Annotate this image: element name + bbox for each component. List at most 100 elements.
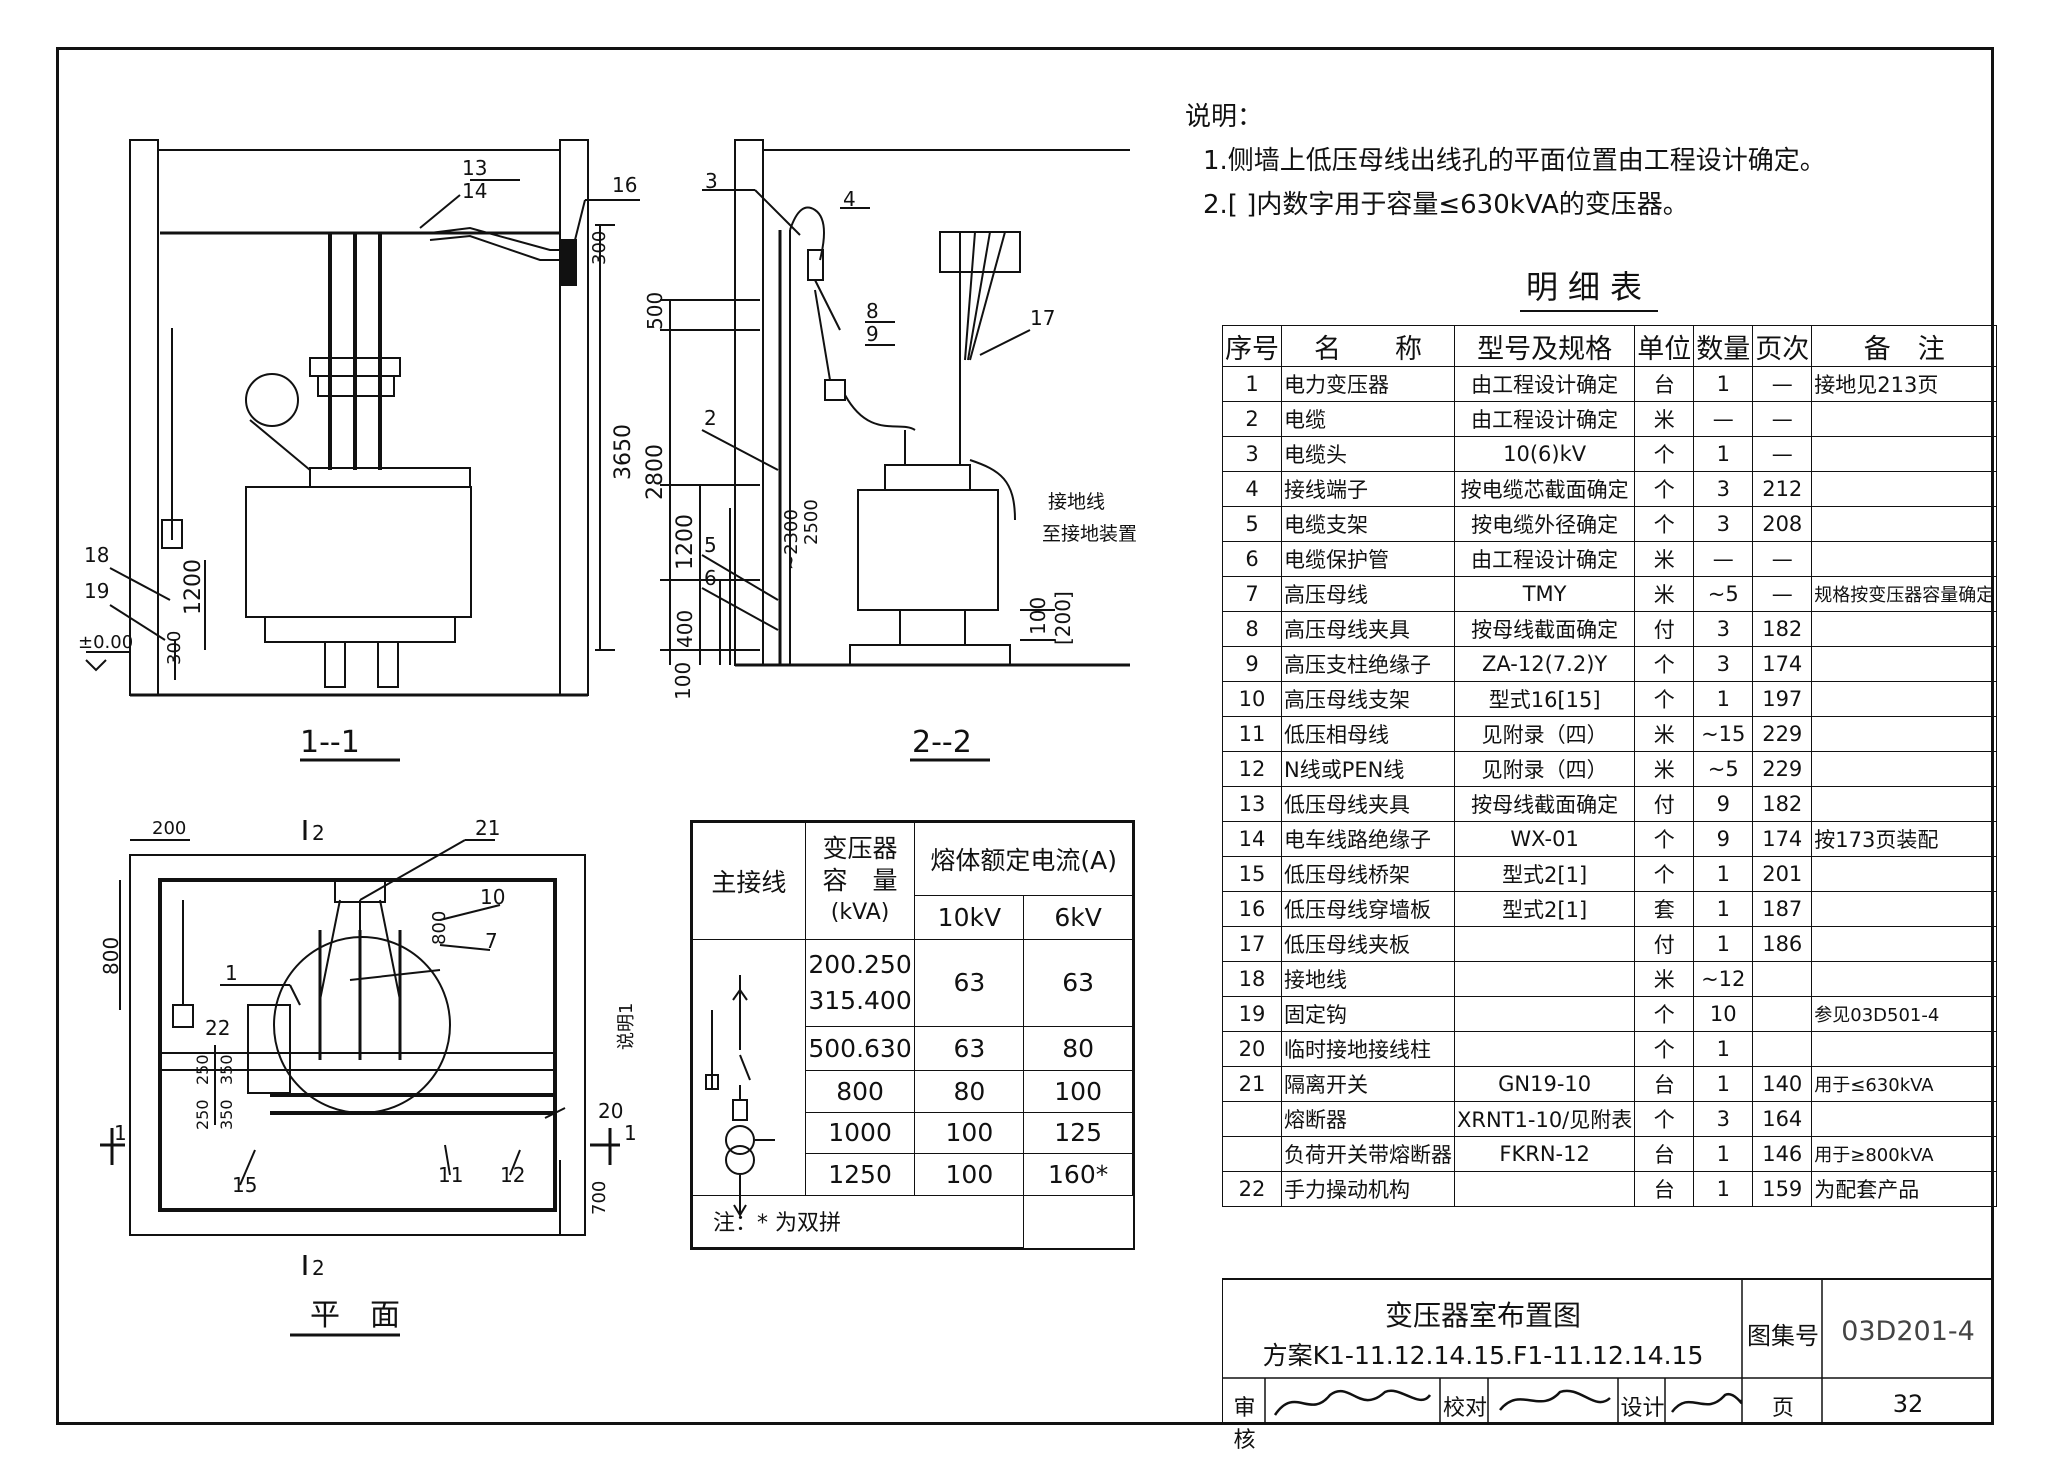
fuse-col-6kv: 6kV (1023, 894, 1133, 940)
detail-cell-remark (1811, 891, 1998, 927)
drawing-subtitle: 方案K1-11.12.14.15.F1-11.12.14.15 (1262, 1341, 1704, 1370)
callout-5: 5 (704, 533, 717, 557)
callout-1: 1 (225, 961, 238, 985)
detail-cell-model: 见附录（四） (1453, 751, 1636, 787)
detail-cell-unit: 米 (1634, 576, 1695, 612)
plan-view (100, 820, 620, 1337)
fuse-main-wiring-cell (692, 938, 806, 1196)
detail-cell-model: 型式2[1] (1453, 891, 1636, 927)
detail-cell-name: 低压母线夹板 (1281, 926, 1455, 962)
dim-zero: ±0.00 (78, 632, 133, 653)
detail-cell-qty: ~5 (1693, 576, 1754, 612)
detail-cell-page: 159 (1752, 1171, 1813, 1207)
detail-cell-remark (1811, 506, 1998, 542)
callout-8: 8 (866, 299, 879, 323)
detail-cell-remark (1811, 786, 1998, 822)
dim-2800: 2800 (643, 444, 668, 500)
detail-cell-page: 201 (1752, 856, 1813, 892)
detail-cell-page: 208 (1752, 506, 1813, 542)
detail-cell-page (1752, 996, 1813, 1032)
detail-cell-page (1752, 1031, 1813, 1067)
detail-cell-name: 电车线路绝缘子 (1281, 821, 1455, 857)
detail-cell-unit: 个 (1634, 506, 1695, 542)
detail-cell-qty: 1 (1693, 1031, 1754, 1067)
detail-cell-unit: 个 (1634, 996, 1695, 1032)
col-qty: 数量 (1693, 325, 1754, 367)
callout-22: 22 (205, 1016, 230, 1040)
detail-cell-page: 164 (1752, 1101, 1813, 1137)
detail-cell-model: 由工程设计确定 (1453, 541, 1636, 577)
detail-cell-seq: 13 (1222, 786, 1282, 822)
fuse-6kv-4: 160* (1023, 1153, 1133, 1196)
drawing-labels: 1--1 2--2 平 面 300 3650 1200 300 ±0.00 50… (78, 156, 1137, 1333)
detail-cell-seq: 5 (1222, 506, 1282, 542)
detail-cell-name: 低压相母线 (1281, 716, 1455, 752)
drawing-title: 变压器室布置图 (1384, 1299, 1581, 1332)
detail-cell-qty: 3 (1693, 471, 1754, 507)
page-number: 32 (1892, 1390, 1924, 1418)
fuse-cap-line-1: 变压器 (822, 833, 898, 863)
fuse-10kv-3: 100 (914, 1111, 1025, 1155)
detail-cell-page: 174 (1752, 821, 1813, 857)
col-seq: 序号 (1222, 325, 1282, 367)
fuse-6kv-2: 100 (1023, 1069, 1133, 1113)
notes-title: 说明： (1185, 102, 1264, 132)
detail-cell-model: 型式16[15] (1453, 681, 1636, 717)
detail-cell-remark (1811, 436, 1998, 472)
detail-cell-page: 182 (1752, 786, 1813, 822)
detail-cell-unit: 付 (1634, 786, 1695, 822)
detail-cell-model: GN19-10 (1453, 1066, 1636, 1102)
detail-cell-seq: 10 (1222, 681, 1282, 717)
callout-10: 10 (480, 885, 505, 909)
fuse-10kv-0: 63 (914, 938, 1025, 1028)
detail-cell-qty: 1 (1693, 681, 1754, 717)
fuse-cap-3: 1000 (804, 1111, 916, 1155)
dim-400: 400 (673, 610, 697, 648)
detail-cell-model: 按电缆芯截面确定 (1453, 471, 1636, 507)
detail-cell-qty: 9 (1693, 786, 1754, 822)
detail-cell-qty: 1 (1693, 436, 1754, 472)
detail-cell-model: 按母线截面确定 (1453, 786, 1636, 822)
detail-cell-seq: 14 (1222, 821, 1282, 857)
detail-cell-name: 电缆 (1281, 401, 1455, 437)
section-mark-top: 2 (312, 821, 325, 845)
dim-plan-700: 700 (589, 1181, 610, 1215)
detail-cell-qty: 10 (1693, 996, 1754, 1032)
ground-text-2: 至接地装置 (1042, 523, 1137, 545)
detail-cell-remark (1811, 471, 1998, 507)
callout-14: 14 (462, 179, 487, 203)
dim-100-right: 100 (1026, 597, 1050, 635)
ground-text-1: 接地线 (1048, 491, 1105, 513)
fuse-cap-line-2: 容 量 (822, 865, 898, 895)
detail-cell-qty: — (1693, 401, 1754, 437)
fuse-col-10kv: 10kV (914, 894, 1025, 940)
plan-note: 说明1 (616, 1003, 637, 1050)
detail-cell-unit: 台 (1634, 1171, 1695, 1207)
detail-cell-name: 固定钩 (1281, 996, 1455, 1032)
detail-cell-unit: 米 (1634, 751, 1695, 787)
section-1-1 (85, 139, 640, 762)
detail-cell-unit: 付 (1634, 926, 1695, 962)
detail-cell-name: 接地线 (1281, 961, 1455, 997)
detail-cell-model: WX-01 (1453, 821, 1636, 857)
label-section-1-1: 1--1 (300, 725, 360, 760)
detail-cell-remark: 用于≤630kVA (1811, 1066, 1998, 1102)
check-label: 校对 (1442, 1396, 1487, 1421)
detail-cell-qty: ~15 (1693, 716, 1754, 752)
atlas-label: 图集号 (1747, 1322, 1819, 1350)
detail-cell-page: 187 (1752, 891, 1813, 927)
dim-plan-350b: 350 (217, 1099, 236, 1130)
atlas-number: 03D201-4 (1841, 1316, 1975, 1347)
callout-18: 18 (84, 543, 109, 567)
detail-cell-name: 高压母线支架 (1281, 681, 1455, 717)
